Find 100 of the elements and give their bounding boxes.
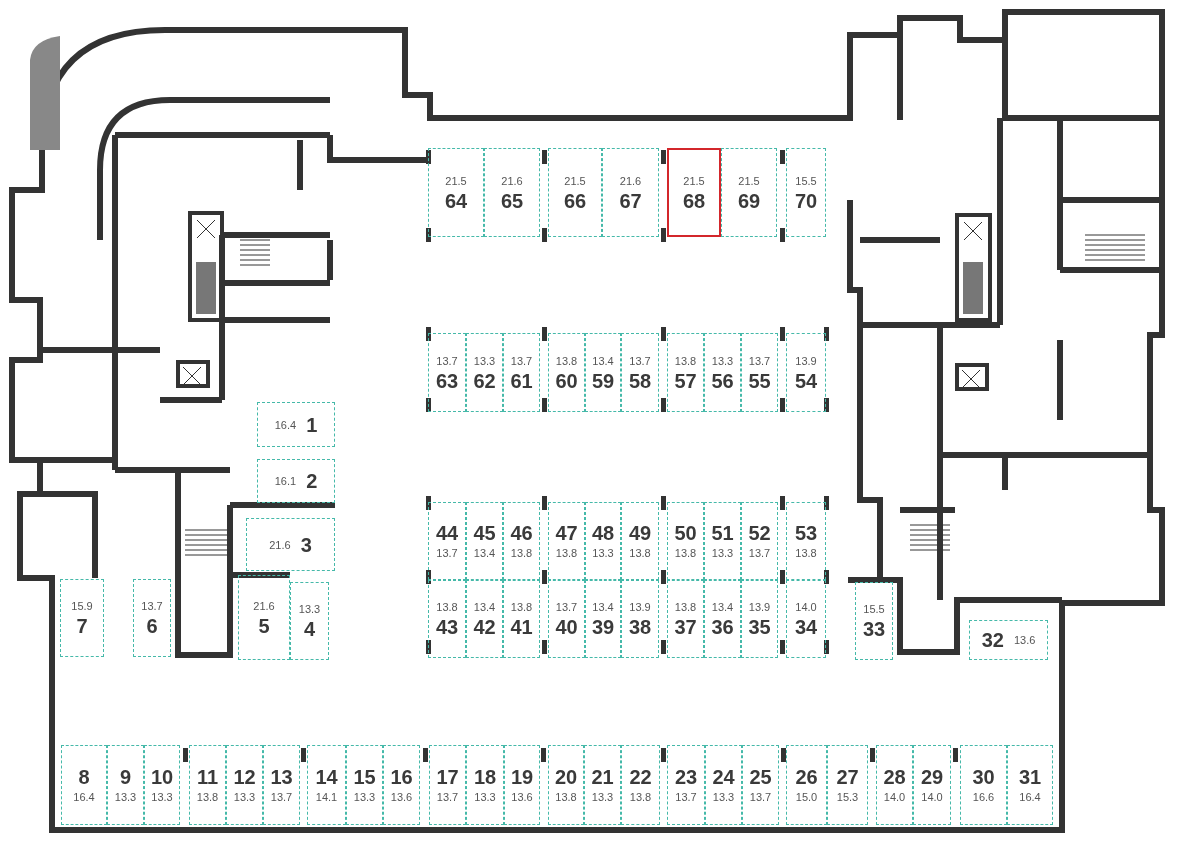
space-number: 8 [78,766,90,788]
parking-space [741,333,778,412]
space-number: 9 [119,766,132,788]
space-area: 13.7 [141,599,163,613]
space-area: 13.9 [795,353,817,368]
space-number: 55 [748,369,771,392]
parking-space [786,745,827,825]
parking-space [667,333,704,412]
space-area: 13.9 [629,600,651,614]
space-area: 13.8 [555,546,578,560]
parking-space [548,745,584,825]
space-area: 13.7 [675,790,697,804]
space-number: 35 [748,616,771,638]
parking-space [741,502,778,580]
space-number: 26 [795,766,818,788]
space-area: 16.1 [274,474,297,488]
space-number: 1 [306,413,318,436]
space-area: 13.4 [592,600,614,614]
space-number: 44 [435,522,459,544]
space-area: 13.8 [436,600,458,614]
space-area: 13.3 [151,790,173,804]
space-area: 13.7 [436,790,459,804]
space-number: 63 [435,369,459,392]
space-area: 15.9 [71,599,93,613]
parking-space [503,333,540,412]
parking-space [741,580,778,658]
space-number: 54 [794,369,818,392]
space-number: 24 [712,766,735,788]
parking-space [61,745,107,825]
space-area: 13.7 [270,790,293,804]
space-number: 47 [555,522,578,544]
parking-space [428,148,484,237]
space-area: 13.3 [473,353,496,368]
space-area: 13.7 [749,790,772,804]
space-area: 13.8 [674,353,697,368]
space-number: 57 [674,369,697,392]
parking-space [504,745,540,825]
space-area: 13.8 [629,546,651,560]
space-number: 12 [233,766,256,788]
space-area: 13.9 [748,600,771,614]
space-area: 21.5 [738,173,760,188]
space-number: 46 [510,522,533,544]
space-number: 48 [591,522,615,544]
space-number: 43 [435,616,459,638]
parking-space [667,502,704,580]
parking-space [602,148,659,237]
space-number: 65 [500,189,524,212]
space-number: 10 [150,766,174,788]
parking-space [466,333,503,412]
parking-space [913,745,951,825]
space-number: 42 [473,616,496,638]
parking-space [667,745,705,825]
space-area: 13.8 [674,600,697,614]
space-number: 49 [628,522,652,544]
space-number: 25 [749,766,772,788]
space-number: 27 [836,766,859,788]
space-number: 28 [883,766,906,788]
space-area: 13.7 [748,546,771,560]
space-area: 21.6 [501,173,523,188]
space-number: 59 [591,369,615,392]
space-area: 13.6 [1013,633,1036,647]
space-number: 13 [270,766,293,788]
space-number: 37 [674,616,697,638]
parking-space [667,580,704,658]
space-number: 70 [794,189,818,212]
parking-space [428,580,466,658]
space-number: 31 [1018,766,1042,788]
space-number: 20 [554,766,578,788]
space-area: 13.8 [196,790,219,804]
space-number: 4 [303,618,316,640]
space-area: 13.3 [712,790,735,804]
parking-space [786,148,826,237]
parking-space [960,745,1007,825]
parking-space [621,502,659,580]
parking-space [548,333,585,412]
space-number: 6 [146,615,158,637]
space-number: 60 [555,369,578,392]
parking-space [1007,745,1053,825]
space-area: 13.3 [298,602,321,616]
space-area: 21.5 [445,173,467,188]
parking-space [107,745,144,825]
space-area: 21.5 [564,173,586,188]
parking-space [704,333,741,412]
space-area: 16.6 [972,790,995,804]
space-number: 53 [794,522,818,544]
space-number: 68 [682,189,706,212]
parking-space [428,333,466,412]
parking-space [189,745,226,825]
parking-space [548,580,585,658]
space-number: 2 [306,470,318,492]
space-number: 34 [794,616,818,638]
space-number: 38 [628,616,652,638]
space-area: 21.5 [683,173,705,188]
parking-space [257,459,335,503]
parking-space [704,580,741,658]
space-number: 69 [737,189,761,212]
space-area: 13.3 [711,546,734,560]
space-area: 13.6 [511,790,533,804]
space-area: 13.3 [474,790,496,804]
space-number: 61 [510,369,533,392]
